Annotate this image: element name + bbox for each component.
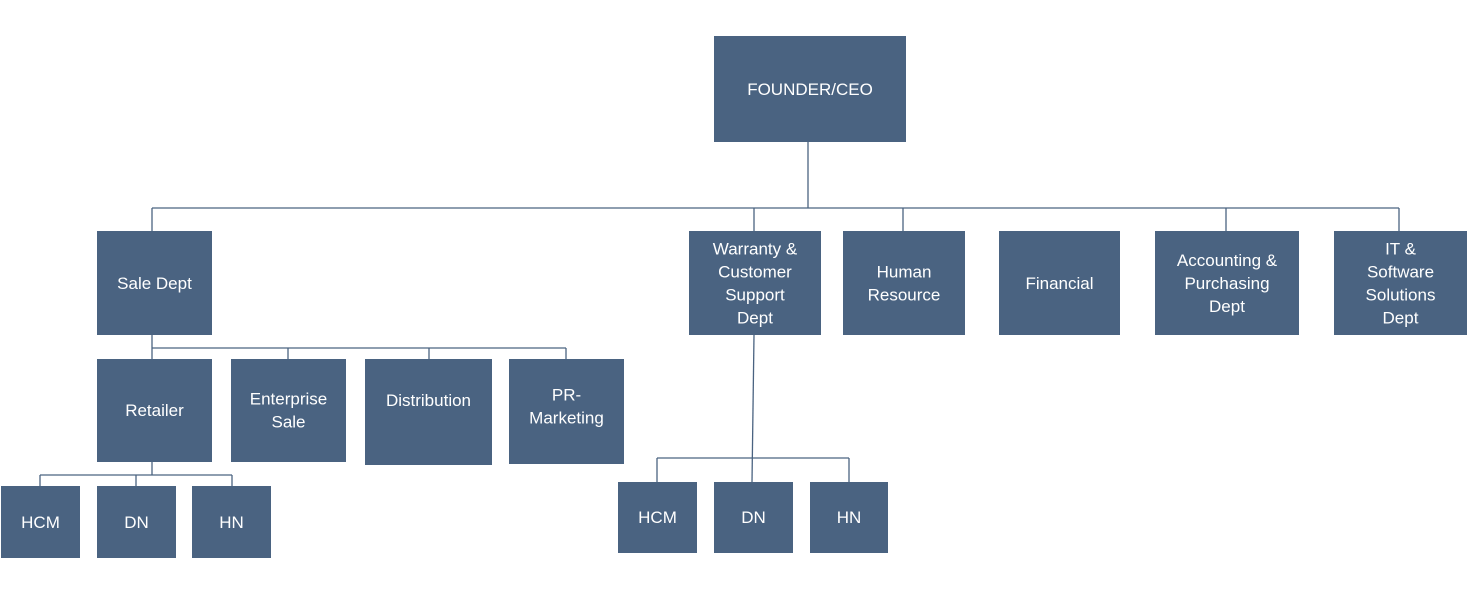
node-label: HCM xyxy=(21,513,60,532)
node-label-line: Resource xyxy=(868,286,941,305)
connector-warranty-trunk xyxy=(751,334,755,483)
node-box xyxy=(999,231,1120,335)
node-box xyxy=(1155,231,1299,335)
node-label: HCM xyxy=(638,508,677,527)
node-box xyxy=(231,359,346,462)
node-label: DN xyxy=(124,513,149,532)
node-box xyxy=(365,359,492,465)
node-box xyxy=(192,486,271,558)
node-label-line: HN xyxy=(219,513,244,532)
node-box xyxy=(97,231,212,335)
node-ceo: FOUNDER/CEO xyxy=(714,36,906,142)
node-retail-dn: DN xyxy=(97,486,176,558)
node-label-line: HCM xyxy=(638,508,677,527)
node-retail-hn: HN xyxy=(192,486,271,558)
node-box xyxy=(689,231,821,335)
node-label: Distribution xyxy=(386,391,471,410)
node-label-line: Dept xyxy=(737,309,773,328)
node-label-line: Human xyxy=(877,263,932,282)
node-label-line: HCM xyxy=(21,513,60,532)
node-label: FOUNDER/CEO xyxy=(747,80,873,99)
node-label-line: Retailer xyxy=(125,401,184,420)
node-label-line: Sale Dept xyxy=(117,274,192,293)
node-label-line: IT & xyxy=(1385,240,1417,259)
node-label-line: Accounting & xyxy=(1177,251,1278,270)
node-box xyxy=(1334,231,1467,335)
node-warranty-hn: HN xyxy=(810,482,888,553)
node-label-line: Solutions xyxy=(1366,286,1436,305)
node-label-line: PR- xyxy=(552,386,581,405)
node-label-line: HN xyxy=(837,508,862,527)
node-financial: Financial xyxy=(999,231,1120,335)
connector-lines xyxy=(39,142,1400,486)
node-box xyxy=(97,486,176,558)
node-box xyxy=(843,231,965,335)
node-label-line: Enterprise xyxy=(250,390,327,409)
node-label-line: Software xyxy=(1367,263,1434,282)
node-box xyxy=(97,359,212,462)
node-pr-marketing: PR- Marketing xyxy=(509,359,624,464)
node-warranty-hcm: HCM xyxy=(618,482,697,553)
node-label-line: FOUNDER/CEO xyxy=(747,80,873,99)
node-label: Financial xyxy=(1025,274,1093,293)
node-label: PR- Marketing xyxy=(529,386,604,428)
node-label-line: Sale xyxy=(271,413,305,432)
node-box xyxy=(810,482,888,553)
node-box xyxy=(714,482,793,553)
node-warranty-dn: DN xyxy=(714,482,793,553)
node-label-line: DN xyxy=(741,508,766,527)
node-label: DN xyxy=(741,508,766,527)
node-label-line: Warranty & xyxy=(713,240,798,259)
node-label-line: Purchasing xyxy=(1184,274,1269,293)
node-label: HN xyxy=(837,508,862,527)
node-label-line: Marketing xyxy=(529,409,604,428)
node-label-line: Dept xyxy=(1383,309,1419,328)
node-retail-hcm: HCM xyxy=(1,486,80,558)
node-label: Retailer xyxy=(125,401,184,420)
node-label-line: Dept xyxy=(1209,297,1245,316)
node-label-line: Support xyxy=(725,286,785,305)
node-box xyxy=(618,482,697,553)
node-label-line: Distribution xyxy=(386,391,471,410)
node-box xyxy=(509,359,624,464)
node-sale-dept: Sale Dept xyxy=(97,231,212,335)
node-label: Sale Dept xyxy=(117,274,192,293)
node-box xyxy=(714,36,906,142)
node-box xyxy=(1,486,80,558)
node-distribution: Distribution xyxy=(365,359,492,465)
node-label: HN xyxy=(219,513,244,532)
node-retailer: Retailer xyxy=(97,359,212,462)
node-label-line: Financial xyxy=(1025,274,1093,293)
node-label-line: Customer xyxy=(718,263,792,282)
node-label-line: DN xyxy=(124,513,149,532)
